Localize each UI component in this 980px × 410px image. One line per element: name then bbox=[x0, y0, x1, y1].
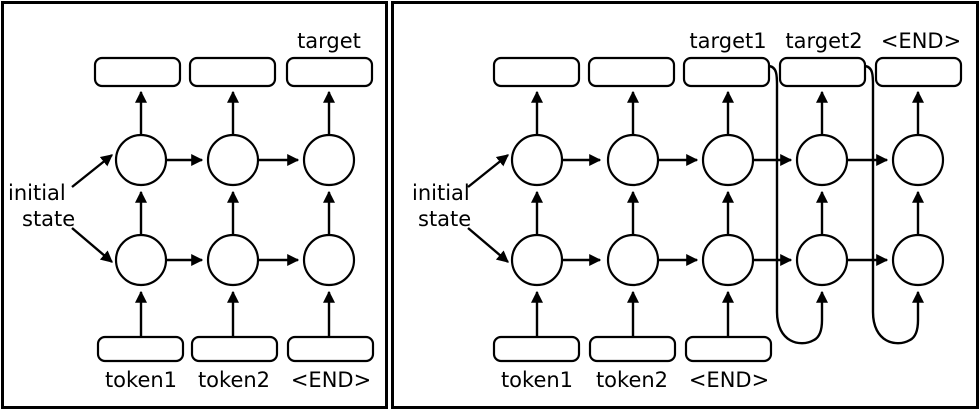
initial-state-label-line1: initial bbox=[412, 181, 470, 205]
input-box bbox=[684, 335, 773, 363]
output-box-target1 bbox=[682, 56, 771, 88]
edge-initial-state-to-bottom bbox=[467, 227, 509, 263]
initial-state-label-line2: state bbox=[22, 207, 75, 231]
rnn-cell-bottom bbox=[891, 233, 945, 287]
feedback-curve-target2 bbox=[863, 64, 924, 345]
rnn-cell-top bbox=[701, 133, 755, 187]
output-box-end bbox=[874, 56, 963, 88]
input-label-token1: token1 bbox=[501, 368, 573, 392]
edge-initial-state-to-bottom bbox=[71, 227, 113, 263]
rnn-cell-bottom bbox=[795, 233, 849, 287]
output-label-end: <END> bbox=[881, 29, 961, 53]
rnn-cell-bottom bbox=[606, 233, 660, 287]
input-box bbox=[190, 335, 279, 363]
input-label-token2: token2 bbox=[198, 368, 270, 392]
initial-state-label-line1: initial bbox=[8, 181, 66, 205]
output-label-target: target bbox=[297, 29, 361, 53]
output-box bbox=[188, 56, 277, 88]
rnn-cell-top bbox=[510, 133, 564, 187]
input-label-end: <END> bbox=[291, 368, 371, 392]
feedback-curve-target1 bbox=[767, 64, 828, 345]
output-box-target2 bbox=[778, 56, 867, 88]
rnn-cell-bottom bbox=[701, 233, 755, 287]
input-label-token1: token1 bbox=[105, 368, 177, 392]
initial-state-label-line2: state bbox=[418, 207, 471, 231]
input-box bbox=[492, 335, 581, 363]
edge-initial-state-to-top bbox=[467, 154, 509, 188]
output-label-target2: target2 bbox=[785, 29, 862, 53]
input-label-end: <END> bbox=[689, 368, 769, 392]
input-label-token2: token2 bbox=[596, 368, 668, 392]
rnn-cell-bottom bbox=[302, 233, 356, 287]
output-label-target1: target1 bbox=[689, 29, 766, 53]
output-box bbox=[93, 56, 182, 88]
rnn-cell-bottom bbox=[510, 233, 564, 287]
output-box bbox=[285, 56, 374, 88]
output-box bbox=[587, 56, 676, 88]
rnn-cell-top bbox=[114, 133, 168, 187]
output-box bbox=[492, 56, 581, 88]
rnn-cell-bottom bbox=[114, 233, 168, 287]
input-box bbox=[96, 335, 185, 363]
rnn-cell-top bbox=[795, 133, 849, 187]
input-box bbox=[588, 335, 677, 363]
rnn-cell-top bbox=[302, 133, 356, 187]
input-box bbox=[286, 335, 375, 363]
rnn-cell-top bbox=[606, 133, 660, 187]
rnn-cell-top bbox=[206, 133, 260, 187]
rnn-cell-bottom bbox=[206, 233, 260, 287]
rnn-cell-top bbox=[891, 133, 945, 187]
edge-initial-state-to-top bbox=[71, 154, 113, 188]
